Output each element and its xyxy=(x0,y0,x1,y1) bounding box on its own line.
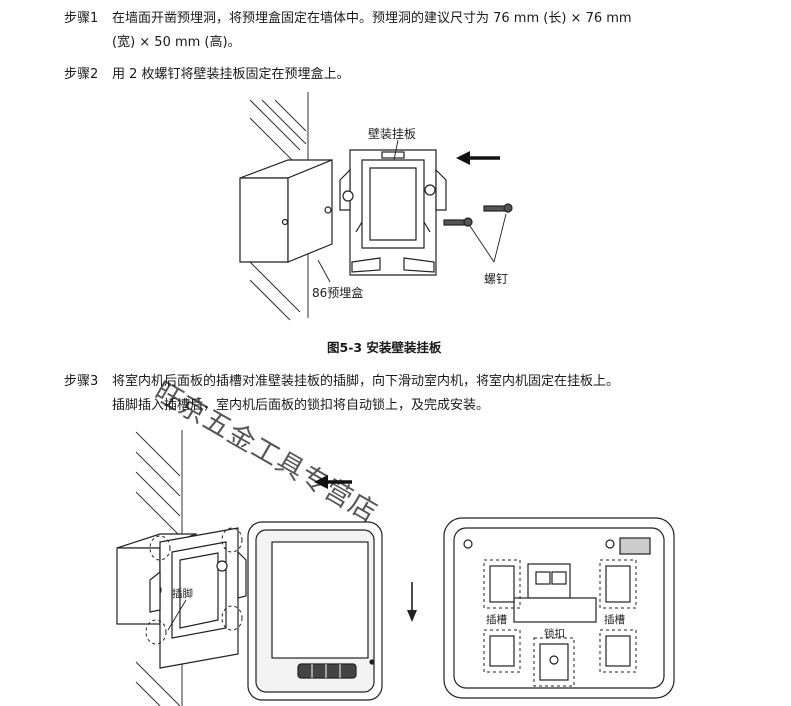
step2-line: 步骤2 用 2 枚螺钉将壁装挂板固定在预埋盒上。 xyxy=(64,66,350,84)
step1-tag: 步骤1 xyxy=(64,11,99,26)
step1-line2: (宽) × 50 mm (高)。 xyxy=(112,35,241,50)
step3-line1: 步骤3 将室内机后面板的插槽对准壁装挂板的插脚，向下滑动室内机，将室内机固定在挂板… xyxy=(64,373,619,391)
step2-tag: 步骤2 xyxy=(64,67,99,82)
figure1-box-label: 86预埋盒 xyxy=(312,286,364,300)
figure2-indoor-unit xyxy=(247,521,383,701)
figure2-slot-left-label: 插槽 xyxy=(486,614,507,626)
step2-text: 用 2 枚螺钉将壁装挂板固定在预埋盒上。 xyxy=(112,67,350,82)
figure2-pin-label: 插脚 xyxy=(172,588,193,600)
step3-text: 将室内机后面板的插槽对准壁装挂板的插脚，向下滑动室内机，将室内机固定在挂板上。 xyxy=(112,374,620,389)
figure1-plate-label: 壁装挂板 xyxy=(368,127,417,141)
figure2-slot-right-label: 插槽 xyxy=(604,614,625,626)
figure1-drawing xyxy=(239,92,513,321)
figure1-caption: 图5-3 安装壁装挂板 xyxy=(327,340,442,355)
figure2-back-panel xyxy=(443,517,675,699)
figure1-screws xyxy=(443,203,513,227)
step3-line2: 插脚插入插槽后，室内机后面板的锁扣将自动锁上，及完成安装。 xyxy=(112,398,490,413)
figure2-wall-plate xyxy=(149,527,247,669)
figure1-arrow xyxy=(456,151,500,165)
figure1-embedded-box xyxy=(239,159,333,263)
step1-line1: 步骤1 在墙面开凿预埋洞，将预埋盒固定在墙体中。预埋洞的建议尺寸为 76 mm (… xyxy=(64,10,632,28)
figure2-arrow-down xyxy=(407,582,417,622)
figure2-lock-label: 锁扣 xyxy=(544,628,565,640)
figure1-wall-plate xyxy=(339,149,447,276)
step3-tag: 步骤3 xyxy=(64,374,99,389)
step1-text: 在墙面开凿预埋洞，将预埋盒固定在墙体中。预埋洞的建议尺寸为 76 mm (长) … xyxy=(112,11,632,26)
figure1-screw-label: 螺钉 xyxy=(484,272,509,286)
figure2-arrow-left xyxy=(314,475,352,489)
